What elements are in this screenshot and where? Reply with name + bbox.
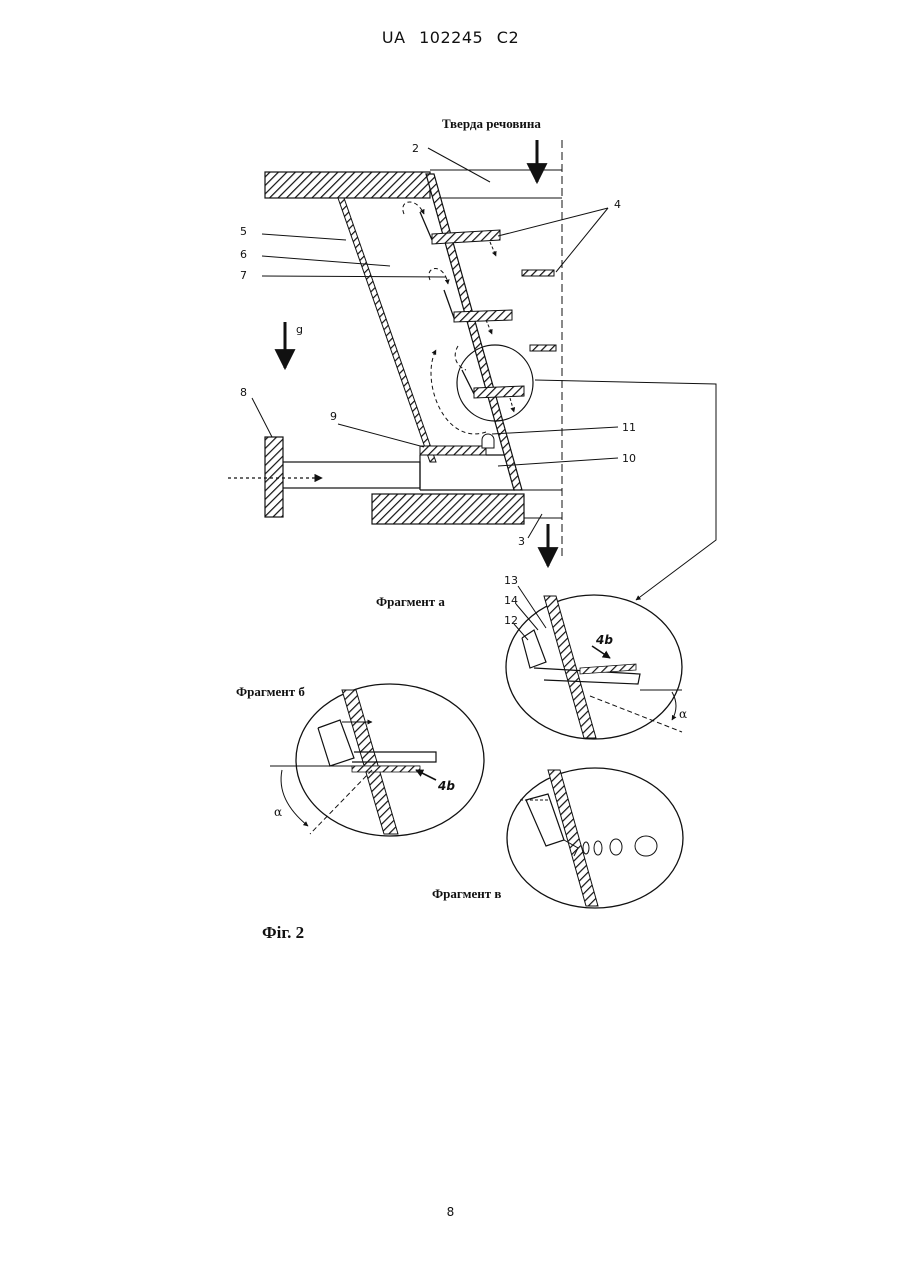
leader-4a: [498, 208, 608, 236]
outer-baffle-lower: [530, 345, 556, 351]
leader-5: [262, 234, 346, 240]
baffle-1: [420, 212, 500, 244]
part-number-5: 5: [240, 225, 247, 238]
fragment-a-alpha: α: [679, 707, 687, 721]
nozzle: [482, 434, 494, 448]
page-number: 8: [0, 1205, 901, 1219]
bottom-plate: [372, 494, 524, 524]
leader-11: [492, 427, 618, 434]
part-number-9: 9: [330, 410, 337, 423]
part-number-10: 10: [622, 452, 636, 465]
part-number-3: 3: [518, 535, 525, 548]
leader-6: [262, 256, 390, 266]
fragment-c-circle: [507, 768, 683, 908]
leader-2: [428, 148, 490, 182]
fragment-b: Фрагмент б 4b α: [236, 684, 484, 836]
fragment-c-bubble-4: [635, 836, 657, 856]
flow-arrow-2: [486, 320, 492, 334]
flow-loop-1: [403, 202, 424, 214]
outer-wall: [426, 174, 522, 490]
baffle-2: [444, 290, 512, 322]
part-number-8: 8: [240, 386, 247, 399]
fragment-a-title: Фрагмент а: [376, 594, 445, 609]
flow-arrow-3: [510, 398, 514, 412]
flow-arrow-1: [490, 242, 496, 256]
leader-9: [338, 424, 424, 447]
distributor-plate: [420, 446, 486, 455]
part-number-4: 4: [614, 198, 621, 211]
leader-8: [252, 398, 272, 437]
fragment-c-bubble-2: [594, 841, 602, 855]
part-number-7: 7: [240, 269, 247, 282]
part-number-2: 2: [412, 142, 419, 155]
part-number-12: 12: [504, 614, 518, 627]
leader-4b: [556, 208, 608, 272]
fragment-b-handwritten-label: 4b: [437, 779, 455, 793]
leader-7: [262, 276, 446, 277]
gravity-label: g: [296, 323, 303, 336]
part-number-13: 13: [504, 574, 518, 587]
outer-baffle-upper: [522, 270, 554, 276]
figure-caption: Фіг. 2: [262, 923, 304, 942]
fragment-c-bubble-3: [610, 839, 622, 855]
part-number-6: 6: [240, 248, 247, 261]
fragment-b-deposit: [352, 766, 420, 772]
top-plate: [265, 172, 430, 198]
inner-wall: [338, 198, 436, 462]
flow-loop-2: [429, 269, 448, 285]
fragment-c-title: Фрагмент в: [432, 886, 501, 901]
fragment-b-title: Фрагмент б: [236, 684, 305, 699]
fragment-b-alpha: α: [274, 805, 282, 819]
leader-10: [498, 458, 618, 466]
part-number-14: 14: [504, 594, 518, 607]
inlet-label: Тверда речовина: [442, 116, 541, 131]
part-number-11: 11: [622, 421, 636, 434]
main-apparatus: Тверда речовина: [228, 116, 716, 600]
fragment-c-bubble-1: [583, 842, 589, 854]
gas-pipe: [280, 462, 420, 488]
flange: [265, 437, 283, 517]
fragment-a-handwritten-label: 4b: [595, 633, 613, 647]
